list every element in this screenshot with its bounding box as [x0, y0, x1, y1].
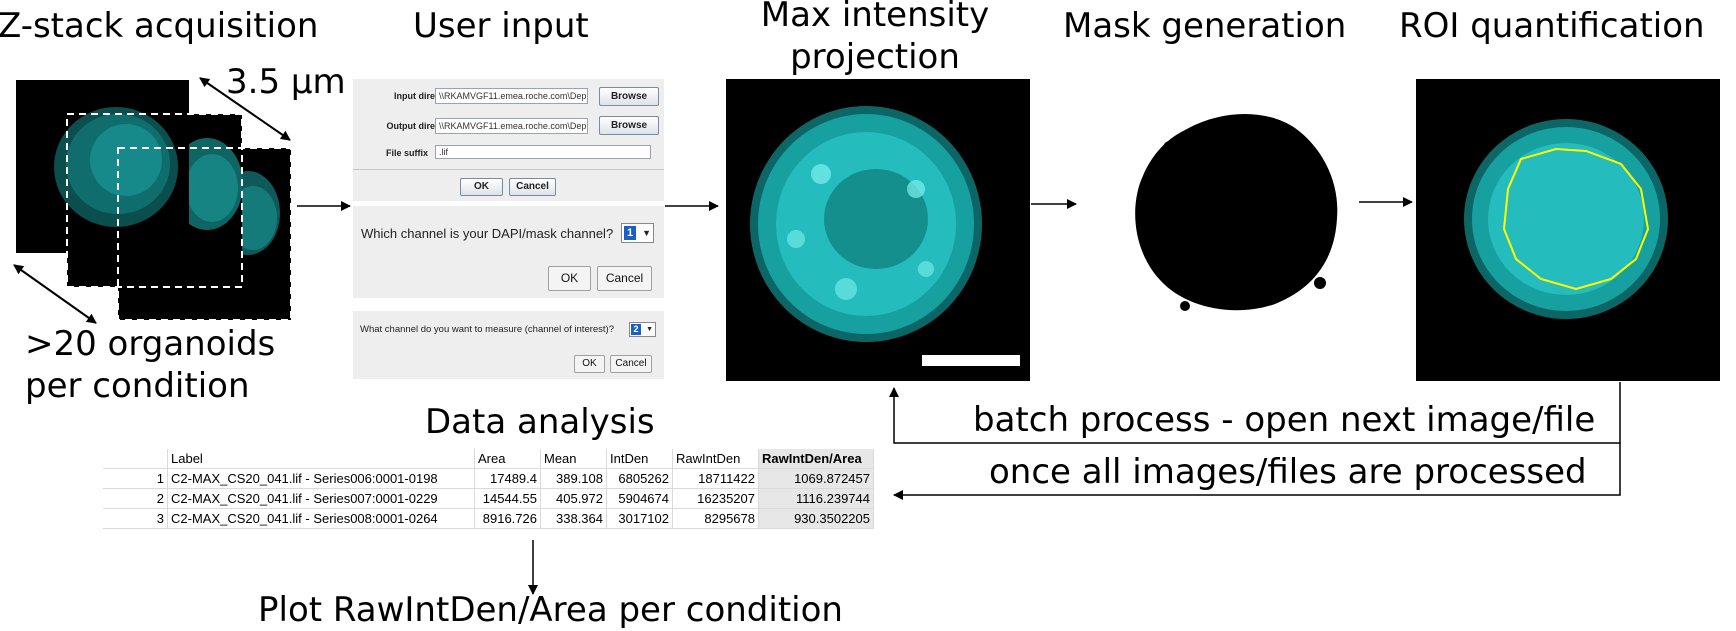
zstack-organoid-front [54, 107, 178, 227]
dialog-divider [353, 169, 664, 170]
input-browse-button[interactable]: Browse [599, 87, 659, 106]
dialog3-ok-button[interactable]: OK [574, 355, 605, 373]
title-mask-generation: Mask generation [1063, 6, 1347, 46]
all-processed-label: once all images/files are processed [989, 452, 1587, 492]
max-projection-organoid [750, 106, 982, 342]
cell-label: C2-MAX_CS20_041.lif - Series006:0001-019… [167, 468, 475, 489]
header-cell-area: Area [474, 449, 541, 469]
cell-area: 14544.55 [474, 488, 541, 509]
header-cell-mean: Mean [540, 449, 607, 469]
dialog2-ok-button[interactable]: OK [548, 266, 591, 291]
dialog3-cancel-button[interactable]: Cancel [610, 355, 652, 373]
scale-bar [922, 355, 1020, 366]
organoids-count-label: >20 organoids [25, 324, 276, 364]
mask-channel-select[interactable]: 1 ▼ [621, 223, 654, 243]
header-cell-intden: IntDen [606, 449, 673, 469]
cell-label: C2-MAX_CS20_041.lif - Series008:0001-026… [167, 508, 475, 529]
cell-area: 17489.4 [474, 468, 541, 489]
input-directory-field[interactable]: \\RKAMVGF11.emea.roche.com\Dep [435, 88, 588, 104]
plot-label: Plot RawIntDen/Area per condition [258, 590, 843, 630]
measure-channel-prompt: What channel do you want to measure (cha… [360, 324, 615, 335]
z-spacing-label: 3.5 µm [226, 62, 346, 102]
mask-channel-value: 1 [624, 226, 636, 240]
directory-dialog: Input directory \\RKAMVGF11.emea.roche.c… [353, 79, 664, 201]
cell-label: C2-MAX_CS20_041.lif - Series007:0001-022… [167, 488, 475, 509]
chevron-down-icon: ▼ [646, 326, 653, 333]
title-zstack-acquisition: Z-stack acquisition [0, 6, 319, 46]
zstack-image-front [16, 80, 189, 253]
cell-rawintden: 8295678 [672, 508, 759, 529]
table-row: 2 C2-MAX_CS20_041.lif - Series007:0001-0… [103, 488, 874, 509]
dialog2-cancel-button[interactable]: Cancel [597, 266, 652, 291]
title-roi-quantification: ROI quantification [1399, 6, 1705, 46]
measure-channel-dialog: What channel do you want to measure (cha… [353, 311, 664, 379]
output-browse-button[interactable]: Browse [599, 116, 659, 135]
input-directory-label: Input directory [393, 91, 457, 101]
dialog1-cancel-button[interactable]: Cancel [509, 178, 556, 196]
roi-outline [1502, 147, 1650, 291]
cell-rawintden-area: 1069.872457 [758, 468, 874, 489]
cell-index: 1 [103, 468, 168, 489]
mask-image [1135, 113, 1338, 311]
cell-intden: 6805262 [606, 468, 673, 489]
cell-area: 8916.726 [474, 508, 541, 529]
file-suffix-field[interactable]: .lif [435, 145, 651, 159]
mask-channel-dialog: Which channel is your DAPI/mask channel?… [353, 206, 664, 298]
output-directory-label: Output directory [386, 121, 457, 131]
results-table: Label Area Mean IntDen RawIntDen RawIntD… [103, 449, 874, 529]
measure-channel-value: 2 [631, 324, 641, 335]
header-cell-label: Label [167, 449, 475, 469]
cell-rawintden: 16235207 [672, 488, 759, 509]
cell-rawintden-area: 930.3502205 [758, 508, 874, 529]
table-header-row: Label Area Mean IntDen RawIntDen RawIntD… [103, 449, 874, 469]
cell-intden: 5904674 [606, 488, 673, 509]
title-max-intensity-projection: Max intensity projection [760, 0, 990, 77]
table-row: 3 C2-MAX_CS20_041.lif - Series008:0001-0… [103, 508, 874, 529]
batch-process-label: batch process - open next image/file [973, 400, 1596, 440]
cell-index: 3 [103, 508, 168, 529]
dialog1-ok-button[interactable]: OK [460, 178, 503, 196]
title-data-analysis: Data analysis [425, 402, 655, 442]
cell-intden: 3017102 [606, 508, 673, 529]
header-cell-rawintden: RawIntDen [672, 449, 759, 469]
header-cell-rawintden-area: RawIntDen/Area [758, 449, 874, 469]
measure-channel-select[interactable]: 2 ▼ [629, 322, 656, 337]
title-user-input: User input [413, 6, 589, 46]
table-row: 1 C2-MAX_CS20_041.lif - Series006:0001-0… [103, 468, 874, 489]
roi-image [1416, 79, 1720, 381]
file-suffix-label: File suffix [385, 148, 428, 158]
cell-mean: 405.972 [540, 488, 607, 509]
cell-rawintden: 18711422 [672, 468, 759, 489]
max-projection-image [726, 79, 1030, 381]
cell-index: 2 [103, 488, 168, 509]
cell-rawintden-area: 1116.239744 [758, 488, 874, 509]
cell-mean: 389.108 [540, 468, 607, 489]
header-cell-index [103, 449, 168, 469]
cell-mean: 338.364 [540, 508, 607, 529]
roi-organoid [1464, 119, 1668, 319]
output-directory-field[interactable]: \\RKAMVGF11.emea.roche.com\Dep [435, 118, 588, 134]
organoids-per-condition-label: per condition [25, 366, 250, 406]
chevron-down-icon: ▼ [642, 228, 651, 238]
mask-channel-prompt: Which channel is your DAPI/mask channel? [361, 226, 614, 241]
